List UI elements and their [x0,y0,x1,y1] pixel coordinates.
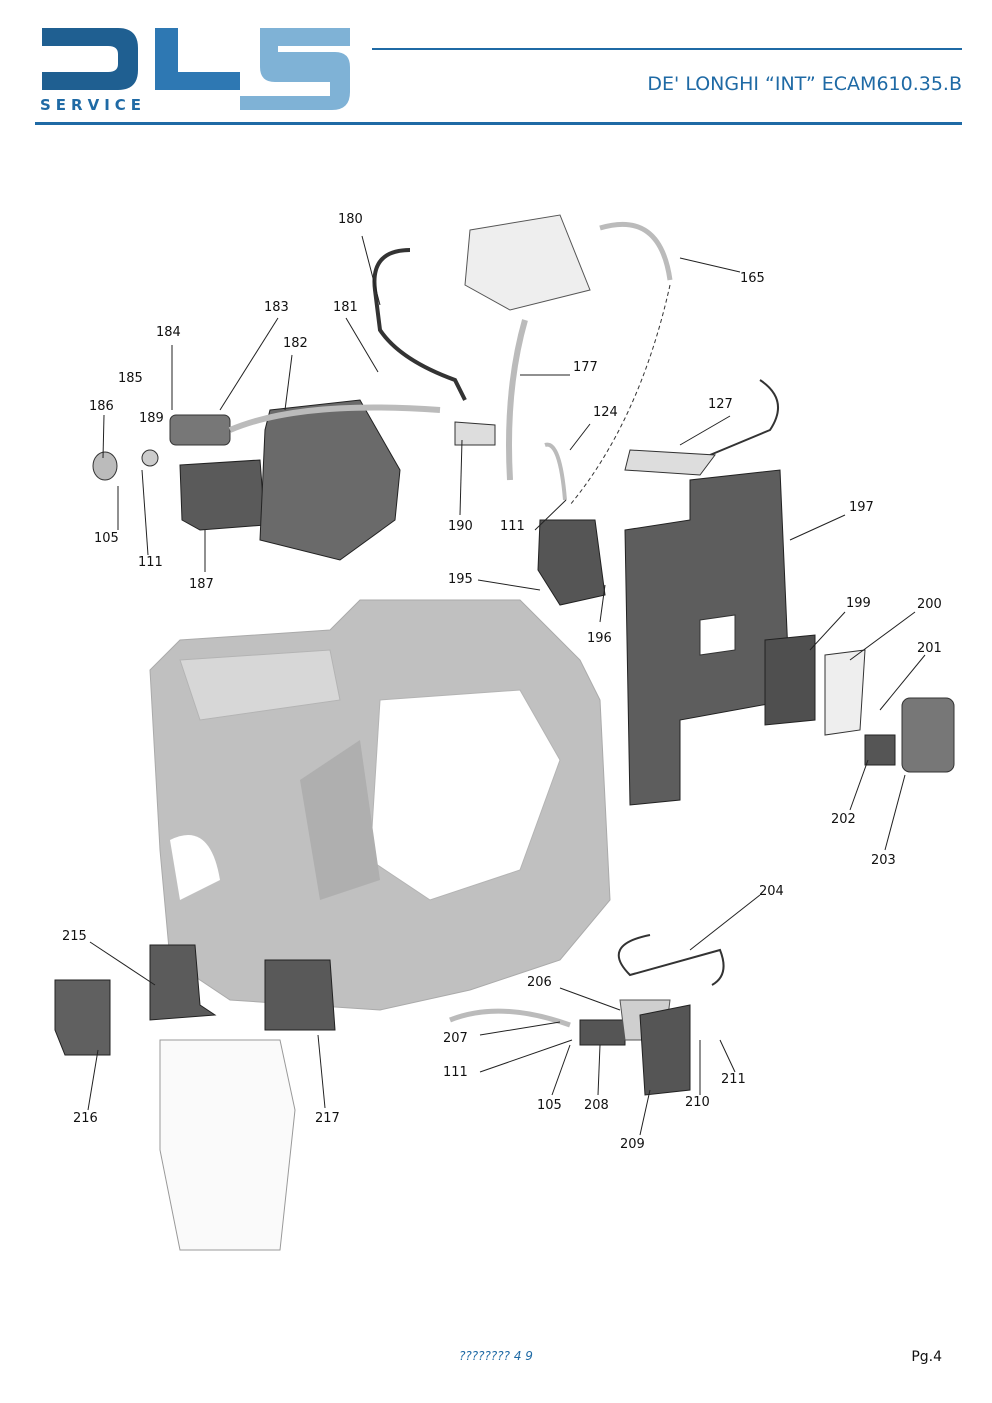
exploded-parts-diagram [54,214,955,1251]
callout-211: 211 [721,1072,746,1087]
callout-197: 197 [849,500,874,515]
callout-183: 183 [264,300,289,315]
tubes-and-cables [228,221,779,1028]
side-panel-assembly [624,469,955,806]
callout-206: 206 [527,975,552,990]
callout-204: 204 [759,884,784,899]
callout-127: 127 [708,397,733,412]
page-title: DE' LONGHI “INT” ECAM610.35.B [647,73,962,95]
callout-105-upper: 105 [94,531,119,546]
callout-199: 199 [846,596,871,611]
callout-111-upper: 111 [138,555,163,570]
logo-service-text: SERVICE [40,96,147,114]
page-number: Pg.4 [911,1349,942,1365]
header-rule-bottom [35,122,962,125]
leader-lines [87,235,926,1136]
main-frame-assembly [149,599,611,1011]
lower-parts [54,944,691,1251]
callout-185: 185 [118,371,143,386]
callout-111-lower: 111 [443,1065,468,1080]
dls-logo-mark [42,28,350,110]
callout-202: 202 [831,812,856,827]
callout-217: 217 [315,1111,340,1126]
callout-111-mid: 111 [500,519,525,534]
callout-186: 186 [89,399,114,414]
callout-215: 215 [62,929,87,944]
callout-200: 200 [917,597,942,612]
callout-181: 181 [333,300,358,315]
callout-209: 209 [620,1137,645,1152]
upper-right-parts [454,214,716,606]
callout-201: 201 [917,641,942,656]
callout-180: 180 [338,212,363,227]
pump-assembly [92,399,401,561]
callout-184: 184 [156,325,181,340]
callout-195: 195 [448,572,473,587]
callout-177: 177 [573,360,598,375]
callout-189: 189 [139,411,164,426]
callout-187: 187 [189,577,214,592]
callout-165: 165 [740,271,765,286]
callout-208: 208 [584,1098,609,1113]
callout-105-lower: 105 [537,1098,562,1113]
callout-216: 216 [73,1111,98,1126]
callout-203: 203 [871,853,896,868]
callout-190: 190 [448,519,473,534]
callout-182: 182 [283,336,308,351]
callout-196: 196 [587,631,612,646]
callout-207: 207 [443,1031,468,1046]
callout-210: 210 [685,1095,710,1110]
footer-page-ref: ???????? 4 9 [459,1349,533,1363]
callout-124: 124 [593,405,618,420]
header-rule-top [372,48,962,50]
